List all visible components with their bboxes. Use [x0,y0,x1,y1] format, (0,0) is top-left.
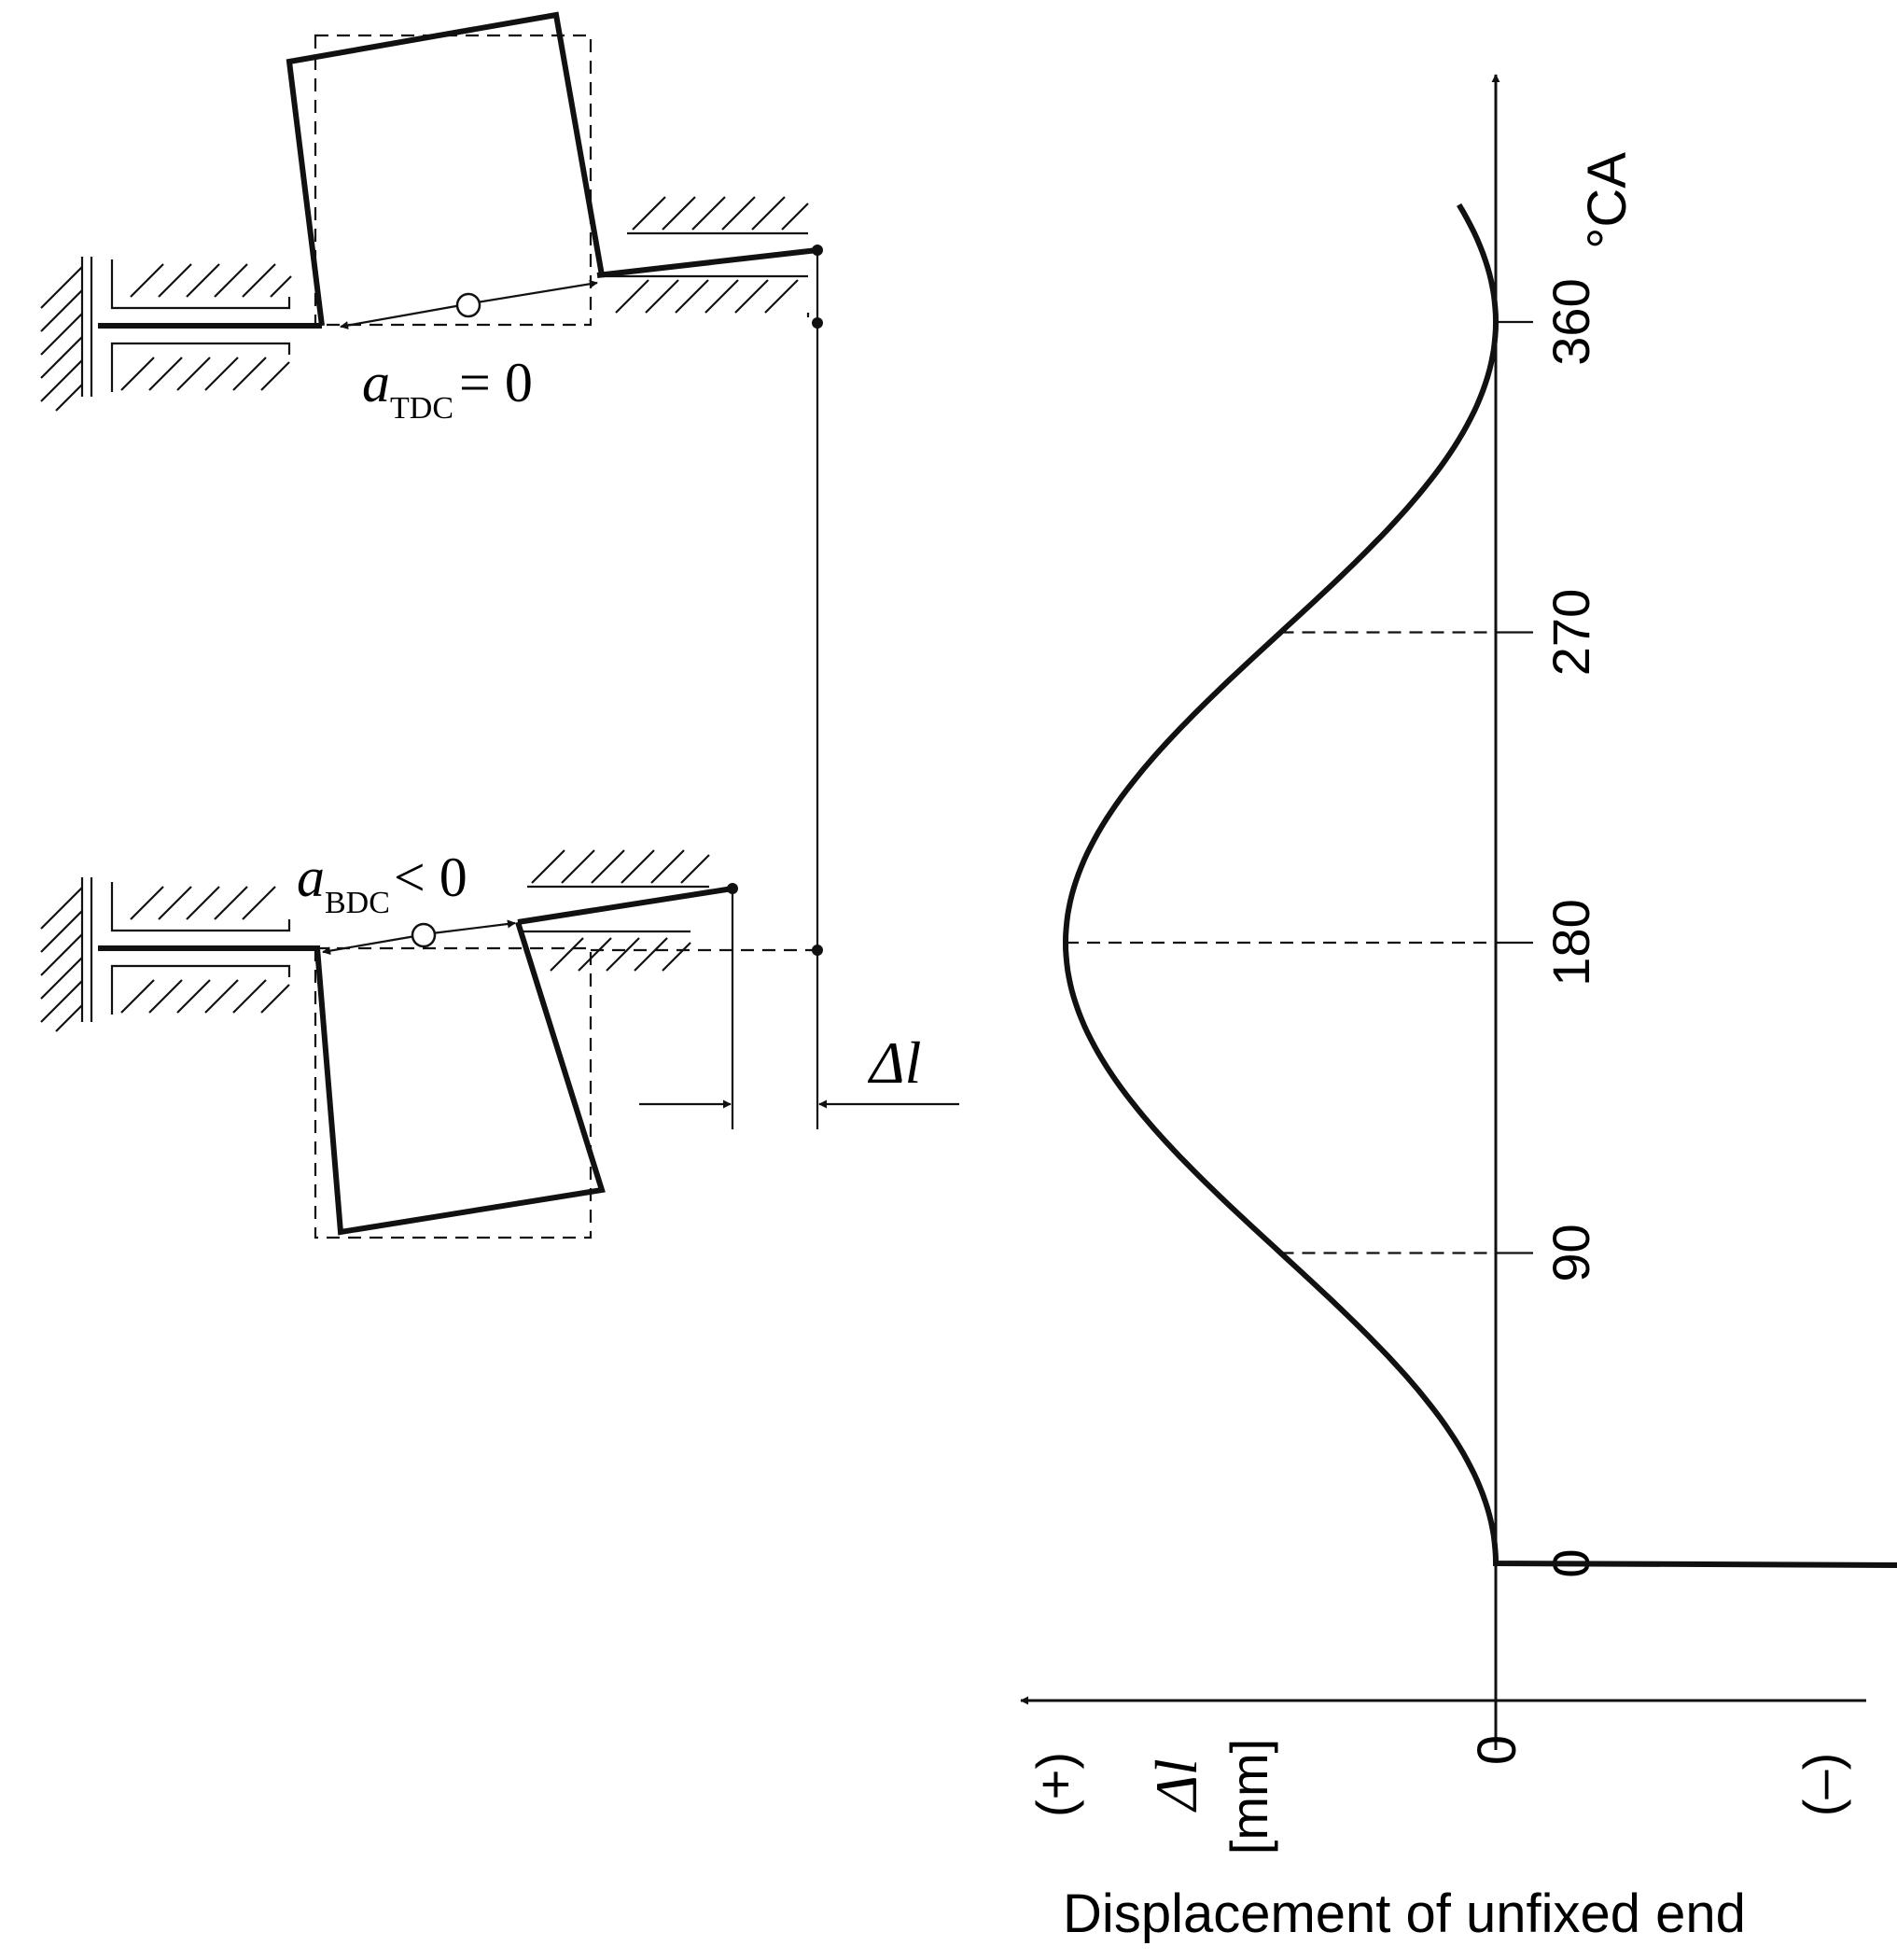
displacement-plus-label: (+) [1025,1752,1084,1817]
bdc-pivot [411,922,437,948]
tdc-acceleration-label: aTDC= 0 [362,352,533,426]
bdc-reference-dot [812,945,823,956]
displacement-axis-title: Displacement of unfixed end [1063,1883,1746,1944]
tdc-reference-box [314,34,593,327]
tdc-lower-guide [110,342,291,392]
tdc-unfixed-rod [596,247,818,278]
displacement-quantity-label: Δl [1143,1758,1209,1813]
bdc-acceleration-arrow-left [322,934,416,956]
bdc-lower-guide [110,964,291,1015]
tdc-deformed-frame [286,11,605,327]
ca-tick-label-270: 270 [1541,589,1600,676]
bdc-reference-box [314,946,593,1239]
bdc-left-wall [40,877,93,1032]
ca-tick-label-360: 360 [1541,278,1600,365]
delta-l-label: Δl [867,1029,921,1096]
bdc-upper-guide [110,882,291,932]
bdc-right-guide [523,849,710,972]
tdc-acceleration-arrow-left [340,302,467,330]
displacement-zero-label: 0 [1467,1735,1527,1765]
ca-tick-label-180: 180 [1541,899,1600,986]
displacement-curve [1062,203,1897,1568]
displacement-minus-label: (–) [1792,1753,1851,1816]
tdc-upper-guide [110,259,292,310]
bdc-unfixed-rod [517,886,733,925]
delta-l-dimension: Δl [639,889,959,1129]
bdc-acceleration-arrow-right [431,919,516,935]
displacement-unit-label: [mm] [1220,1739,1278,1855]
tdc-mechanism: aTDC= 0 [40,11,823,426]
bdc-mechanism: aBDC< 0 [40,847,823,1239]
tdc-left-wall [40,257,93,412]
tdc-pivot [455,292,481,318]
chart-guide-lines [1066,631,1496,1254]
tdc-acceleration-arrow-right [470,279,598,305]
ca-axis-label: °CA [1577,152,1638,249]
bdc-acceleration-label: aBDC< 0 [297,847,467,920]
tdc-right-guide [602,196,810,317]
ca-tick-label-90: 90 [1541,1224,1600,1281]
bdc-deformed-frame [314,921,606,1236]
tdc-reference-dot [812,317,823,329]
